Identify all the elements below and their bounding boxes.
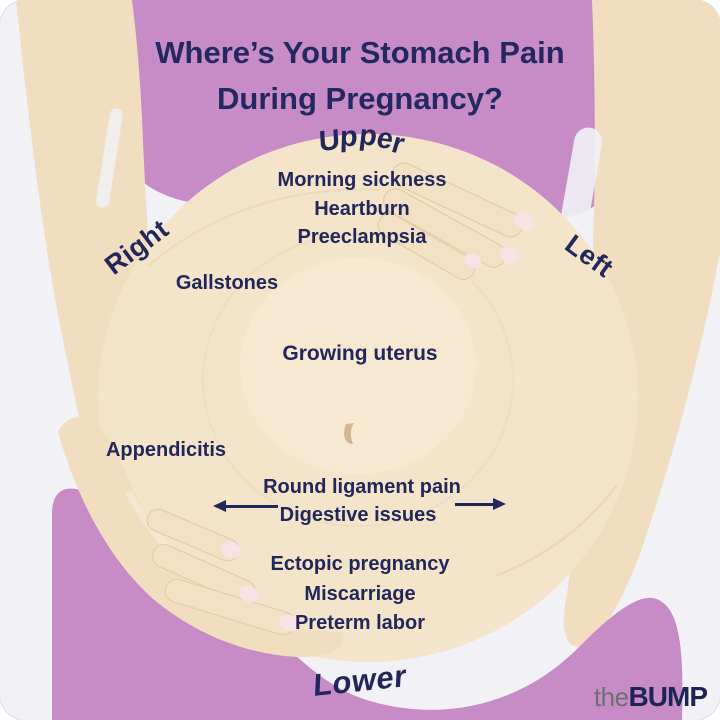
condition-ectopic-pregnancy: Ectopic pregnancy bbox=[270, 553, 450, 575]
condition-preeclampsia: Preeclampsia bbox=[297, 226, 427, 248]
belly-crease-line bbox=[495, 485, 617, 578]
condition-preterm-labor: Preterm labor bbox=[294, 612, 426, 634]
condition-appendicitis: Appendicitis bbox=[105, 439, 227, 461]
condition-round-ligament-pain: Round ligament pain bbox=[263, 476, 461, 498]
brand-logo-prefix: the bbox=[593, 682, 629, 712]
hips-bottom-shape bbox=[52, 488, 683, 720]
fingernail bbox=[514, 212, 534, 230]
left-gap-highlight bbox=[96, 108, 123, 208]
page-title-line2: During Pregnancy? bbox=[217, 80, 503, 116]
condition-heartburn: Heartburn bbox=[314, 198, 410, 220]
region-label-upper: Upper bbox=[318, 119, 409, 161]
fingernail bbox=[464, 253, 482, 269]
belly-ring-contour bbox=[202, 233, 514, 527]
fingernail bbox=[239, 585, 259, 603]
navel-icon bbox=[344, 423, 354, 444]
lower-left-hand bbox=[58, 417, 344, 658]
page-title-line1: Where’s Your Stomach Pain bbox=[155, 35, 565, 70]
belly-contour-line bbox=[147, 188, 381, 267]
upper-right-hand bbox=[377, 162, 534, 280]
fingernail bbox=[499, 246, 519, 264]
condition-growing-uterus: Growing uterus bbox=[282, 342, 438, 365]
chest-top-shape bbox=[100, 0, 636, 218]
condition-miscarriage: Miscarriage bbox=[304, 583, 416, 605]
condition-gallstones: Gallstones bbox=[175, 272, 279, 294]
page-title: Where’s Your Stomach Pain During Pregnan… bbox=[0, 30, 720, 121]
brand-logo-name: BUMP bbox=[628, 681, 708, 712]
belly-highlight bbox=[240, 258, 476, 474]
condition-digestive-issues: Digestive issues bbox=[279, 504, 437, 526]
brand-logo: theBUMP bbox=[593, 681, 708, 713]
fingernail bbox=[279, 614, 299, 632]
arrow-right-icon bbox=[455, 498, 506, 510]
fingernail bbox=[221, 541, 241, 559]
condition-morning-sickness: Morning sickness bbox=[277, 169, 447, 191]
arrow-left-icon bbox=[213, 500, 278, 512]
